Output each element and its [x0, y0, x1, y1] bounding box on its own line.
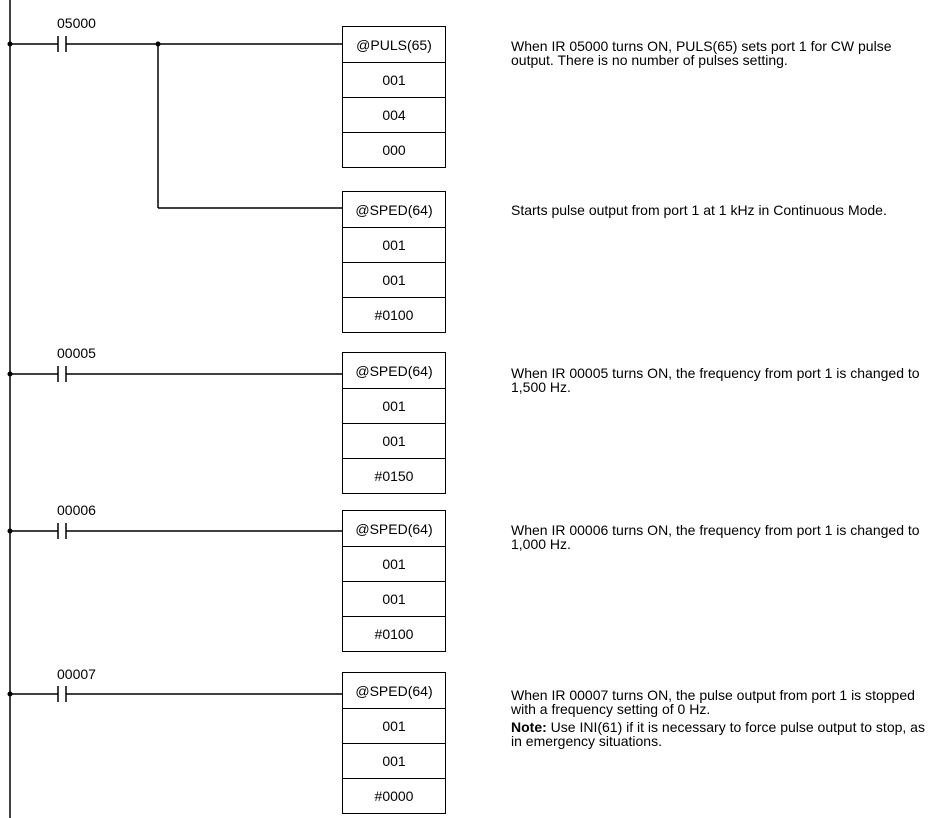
instruction-operand: #0150 [343, 458, 445, 493]
rung-3-wiring [10, 523, 342, 539]
instruction-operand: 001 [343, 262, 445, 297]
junction-dot [155, 41, 161, 47]
instruction-mnemonic: @SPED(64) [355, 520, 433, 537]
rung-4-wiring [10, 686, 342, 702]
description-text: When IR 00007 turns ON, the pulse output… [511, 687, 915, 717]
rung-1-wiring [10, 36, 342, 209]
instruction-operand: #0100 [343, 616, 445, 651]
instruction-operand: 004 [343, 97, 445, 132]
instruction-block-sped-start: @SPED(64) 001 001 #0100 [342, 191, 446, 333]
instruction-block-sped-stop: @SPED(64) 001 001 #0000 [342, 672, 446, 814]
contact-label-00007: 00007 [57, 666, 96, 682]
note: Note: Use INI(61) if it is necessary to … [511, 720, 936, 748]
junction-dot [7, 371, 13, 377]
description-sped-stop: When IR 00007 turns ON, the pulse output… [511, 688, 936, 748]
instruction-operand: 001 [343, 581, 445, 616]
note-label: Note: [511, 719, 547, 735]
instruction-mnemonic: @PULS(65) [356, 36, 432, 53]
contact-label-00005: 00005 [57, 345, 96, 361]
instruction-operand: 001 [343, 743, 445, 778]
instruction-operand: 001 [343, 546, 445, 581]
instruction-operand: 000 [343, 132, 445, 167]
junction-dot [7, 528, 13, 534]
description-sped-1500: When IR 00005 turns ON, the frequency fr… [511, 365, 920, 395]
contact-label-05000: 05000 [57, 15, 96, 31]
junction-dot [7, 691, 13, 697]
instruction-operand: 001 [343, 227, 445, 262]
instruction-mnemonic: @SPED(64) [355, 201, 433, 218]
instruction-operand: #0100 [343, 297, 445, 332]
description-sped-start: Starts pulse output from port 1 at 1 kHz… [511, 202, 887, 218]
instruction-operand: #0000 [343, 778, 445, 813]
instruction-mnemonic: @SPED(64) [355, 682, 433, 699]
description-sped-1000: When IR 00006 turns ON, the frequency fr… [511, 522, 920, 552]
junction-dot [7, 41, 13, 47]
contact-label-00006: 00006 [57, 502, 96, 518]
description-puls: When IR 05000 turns ON, PULS(65) sets po… [511, 38, 892, 68]
instruction-block-sped-1500: @SPED(64) 001 001 #0150 [342, 352, 446, 494]
instruction-block-puls: @PULS(65) 001 004 000 [342, 26, 446, 168]
note-text: Use INI(61) if it is necessary to force … [511, 719, 925, 749]
rung-2-wiring [10, 366, 342, 382]
instruction-operand: 001 [343, 423, 445, 458]
instruction-operand: 001 [343, 62, 445, 97]
instruction-mnemonic: @SPED(64) [355, 362, 433, 379]
instruction-operand: 001 [343, 708, 445, 743]
instruction-block-sped-1000: @SPED(64) 001 001 #0100 [342, 510, 446, 652]
instruction-operand: 001 [343, 388, 445, 423]
